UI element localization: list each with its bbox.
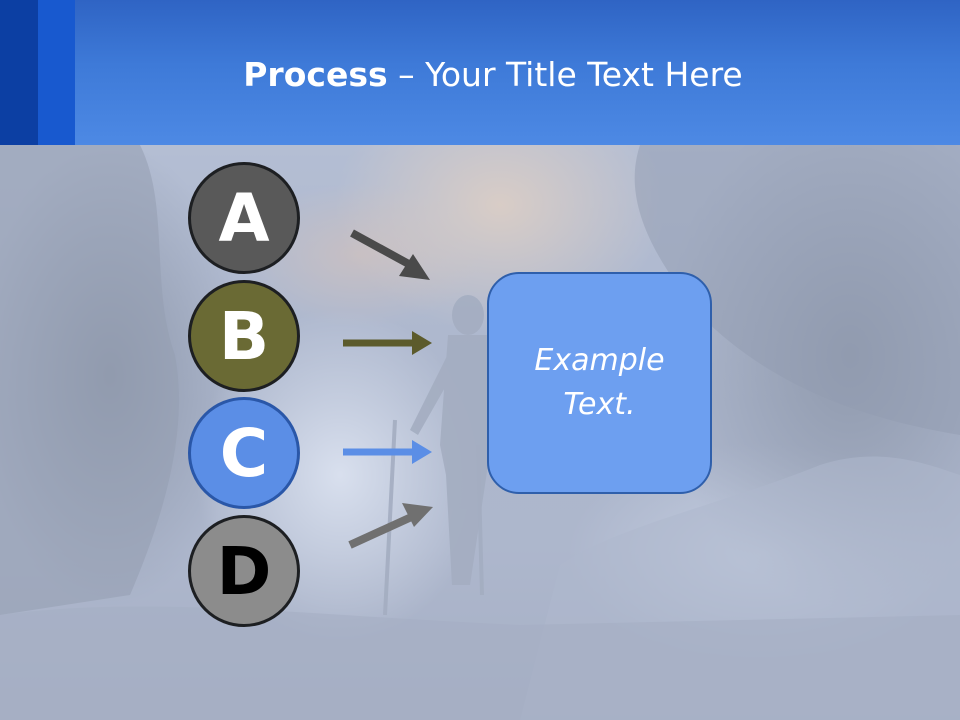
step-c-letter: C (219, 414, 269, 492)
step-a-circle[interactable]: A (188, 162, 300, 274)
arrow-d[interactable] (348, 503, 433, 549)
step-b-letter: B (218, 297, 270, 375)
step-c-circle[interactable]: C (188, 397, 300, 509)
example-text-box[interactable]: Example Text. (487, 272, 712, 494)
header-accent-strip-dark (0, 0, 38, 145)
example-text: Example Text. (534, 343, 665, 422)
step-d-letter: D (216, 532, 272, 610)
title-rest: – Your Title Text Here (387, 55, 743, 94)
background-overlay (0, 145, 960, 720)
arrow-a[interactable] (350, 229, 430, 280)
header-bar: Process – Your Title Text Here (0, 0, 960, 145)
title-bold: Process (243, 55, 388, 94)
step-a-letter: A (218, 179, 270, 257)
slide-title[interactable]: Process – Your Title Text Here (0, 52, 960, 98)
background-photo (0, 145, 960, 720)
step-b-circle[interactable]: B (188, 280, 300, 392)
step-d-circle[interactable]: D (188, 515, 300, 627)
arrow-b[interactable] (343, 331, 432, 355)
arrow-c[interactable] (343, 440, 432, 464)
